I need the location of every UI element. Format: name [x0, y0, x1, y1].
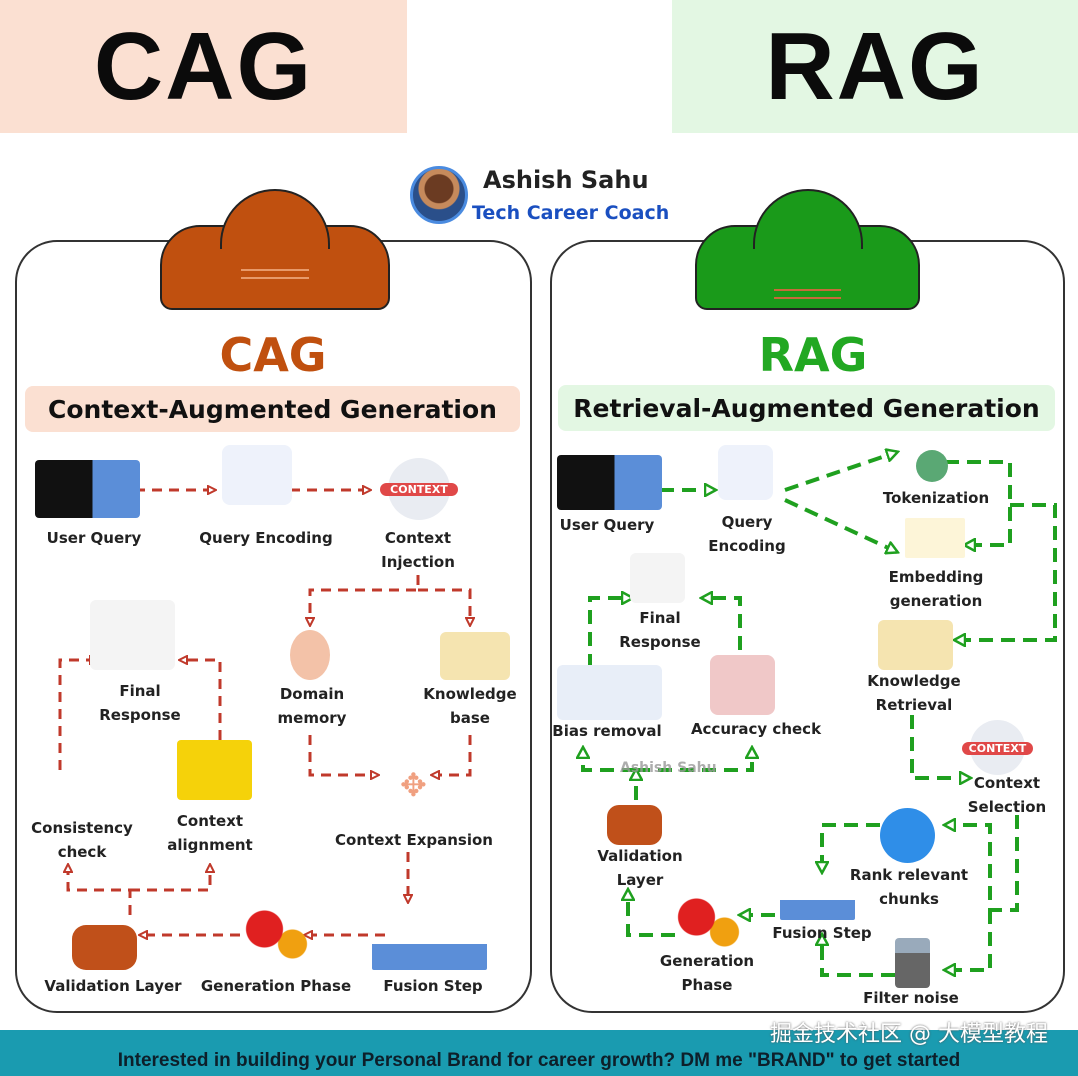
bias-removal-icon [557, 665, 662, 720]
expansion-arrows-icon: ✥ [400, 766, 427, 804]
knowledge-book-icon [440, 632, 510, 680]
fusion-chart-icon [372, 895, 487, 970]
rag-node-user-query: User Query [559, 516, 655, 534]
cag-flow-arrow-3 [418, 588, 470, 625]
gear-icon [672, 893, 742, 953]
context-badge-icon: CONTEXT [962, 720, 1033, 775]
embedding-gears-icon [905, 518, 965, 558]
rag-node-validation-layer: Validation Layer [597, 847, 683, 889]
rank-search-icon [880, 808, 935, 863]
rag-flow-arrow-9 [822, 935, 895, 977]
cag-title: CAG [219, 328, 327, 382]
rag-flow-arrow-14 [636, 748, 752, 772]
rag-watermark-author: Ashish Sahu [620, 760, 717, 776]
author-role: Tech Career Coach [472, 202, 670, 224]
rag-node-final-response: Final Response [619, 609, 701, 651]
rag-flow-arrow-5 [910, 715, 970, 778]
rag-flow-arrow-1 [784, 452, 897, 492]
final-response-icon [630, 553, 685, 603]
cag-flow-arrow-11 [58, 660, 97, 770]
cag-header: CAG [0, 0, 407, 133]
cag-flow-arrow-9 [68, 865, 132, 915]
validation-layers-icon [607, 805, 662, 845]
cag-node-consistency-check: Consistency check [31, 819, 133, 861]
cag-node-query-encoding: Query Encoding [199, 529, 333, 547]
cag-node-knowledge-base: Knowledge base [423, 685, 517, 727]
context-badge-text: CONTEXT [962, 742, 1033, 755]
cag-node-context-injection: Context Injection [381, 529, 455, 571]
cag-flow-arrow-4 [308, 735, 378, 775]
cag-clipboard-clip [160, 189, 390, 310]
cag-node-user-query: User Query [46, 529, 142, 547]
rag-header: RAG [672, 0, 1078, 133]
cag-node-final-response: Final Response [99, 682, 181, 724]
cag-node-generation-phase: Generation Phase [200, 977, 352, 995]
cag-header-text: CAG [93, 12, 314, 120]
cta-banner-text: Interested in building your Personal Bra… [117, 1050, 961, 1071]
rag-flow-arrow-11 [628, 890, 675, 937]
rag-node-knowledge-retrieval: Knowledge Retrieval [867, 672, 961, 714]
cag-subtitle: Context-Augmented Generation [25, 386, 520, 432]
validation-layers-icon [72, 925, 137, 970]
cag-flow-arrow-2 [310, 575, 420, 625]
rag-flow-arrow-4 [955, 503, 1057, 640]
context-badge-text: CONTEXT [380, 482, 458, 496]
final-response-icon [90, 600, 175, 670]
filter-server-icon [895, 938, 930, 988]
knowledge-book-icon [878, 620, 953, 670]
cta-banner: Interested in building your Personal Bra… [0, 1030, 1078, 1076]
gear-icon [240, 905, 310, 965]
rag-node-context-selection: Context Selection [967, 774, 1047, 816]
rag-flow-arrow-7 [945, 910, 992, 970]
token-coin-icon [916, 450, 948, 482]
cag-flow-arrow-12 [180, 660, 222, 740]
author-name: Ashish Sahu [483, 166, 649, 194]
context-alignment-icon [177, 740, 252, 800]
rag-flow-arrow-15 [588, 598, 632, 690]
query-encoding-icon [718, 445, 773, 500]
rag-flow-arrow-3 [945, 460, 1012, 545]
cag-node-context-expansion: Context Expansion [335, 831, 493, 849]
rag-subtitle: Retrieval-Augmented Generation [558, 385, 1055, 431]
rag-flow-arrow-16 [702, 598, 742, 650]
cag-flow-arrow-10 [130, 865, 210, 892]
rag-node-accuracy-check: Accuracy check [690, 720, 822, 738]
site-watermark: 掘金技术社区 @ 大模型教程 [770, 1022, 1048, 1047]
context-badge-icon: CONTEXT [380, 458, 458, 520]
cag-node-validation-layer: Validation Layer [44, 977, 182, 995]
computer-user-icon [557, 455, 662, 510]
accuracy-screen-icon [710, 655, 775, 715]
rag-node-tokenization: Tokenization [882, 489, 990, 507]
computer-user-icon [35, 460, 140, 518]
rag-title: RAG [758, 328, 868, 382]
rag-node-fusion-step: Fusion Step [772, 924, 872, 942]
query-encoding-icon [222, 445, 292, 505]
rag-flow-arrow-8 [822, 823, 880, 872]
rag-flow-arrow-13 [583, 748, 636, 772]
rag-node-filter-noise: Filter noise [863, 989, 959, 1007]
cag-node-fusion-step: Fusion Step [383, 977, 483, 995]
rag-flow-arrow-2 [784, 498, 897, 552]
cag-flow-arrow-5 [432, 735, 472, 775]
domain-memory-icon [290, 630, 330, 680]
rag-node-bias-removal: Bias removal [552, 722, 662, 740]
cag-node-context-alignment: Context alignment [167, 812, 253, 854]
cag-node-domain-memory: Domain memory [277, 685, 347, 727]
author-avatar [410, 166, 468, 224]
rag-node-query-encoding: Query Encoding [708, 513, 786, 555]
rag-header-text: RAG [765, 12, 985, 120]
rag-node-embedding-generation: Embedding generation [888, 568, 984, 610]
rag-node-generation-phase: Generation Phase [659, 952, 755, 994]
rag-node-rank-chunks: Rank relevant chunks [849, 866, 969, 908]
fusion-chart-icon [780, 880, 855, 920]
